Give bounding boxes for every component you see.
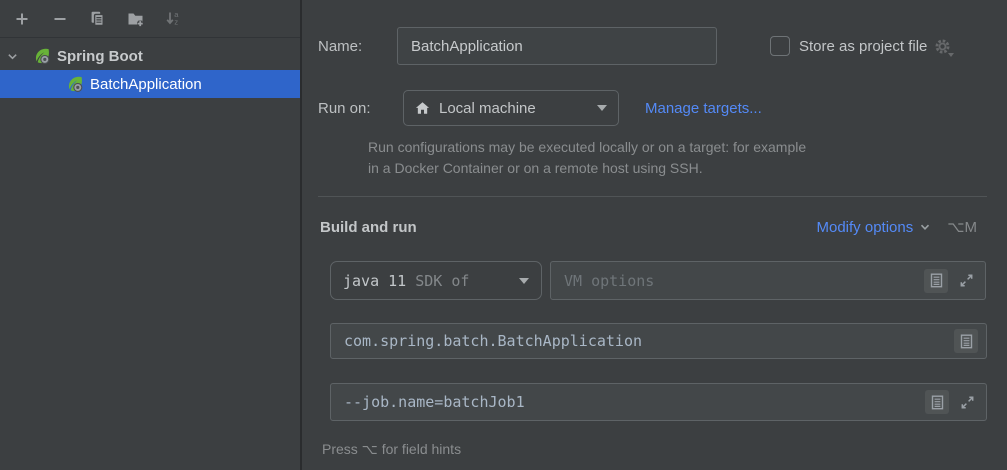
main-class-input[interactable] [344, 332, 954, 350]
name-label: Name: [318, 38, 363, 55]
open-fragment-editor-button[interactable] [924, 268, 948, 293]
field-hints-text: Press ⌥ for field hints [322, 441, 462, 457]
gear-caret-icon [948, 52, 955, 57]
home-icon [415, 102, 430, 114]
open-fragment-editor-button[interactable] [954, 329, 978, 353]
program-arguments-input[interactable] [344, 393, 925, 411]
run-on-dropdown[interactable]: Local machine [403, 90, 619, 126]
chevron-down-icon [597, 105, 607, 111]
jdk-detail: SDK of [415, 271, 470, 290]
svg-text:z: z [174, 18, 178, 27]
section-divider [318, 196, 987, 197]
modify-options-link[interactable]: Modify options [817, 219, 932, 236]
store-as-project-file-label[interactable]: Store as project file [799, 37, 928, 55]
manage-targets-link[interactable]: Manage targets... [645, 100, 762, 117]
document-icon [960, 334, 972, 348]
program-arguments-field [330, 383, 987, 421]
minus-icon [54, 17, 65, 20]
document-icon [930, 273, 942, 288]
plus-icon [16, 13, 27, 24]
new-folder-icon [128, 13, 143, 27]
spring-boot-icon [66, 75, 84, 93]
expand-field-button[interactable] [955, 270, 977, 292]
remove-configuration-button[interactable] [45, 6, 74, 32]
build-and-run-header: Build and run Modify options ⌥M [320, 216, 977, 238]
vm-options-field [550, 261, 986, 300]
gear-icon [935, 39, 950, 53]
store-settings-gear-button[interactable] [933, 37, 955, 57]
open-fragment-editor-button[interactable] [925, 390, 949, 414]
modify-options-shortcut: ⌥M [947, 219, 977, 236]
jdk-name: java 11 [343, 271, 407, 290]
vm-options-input[interactable] [564, 271, 924, 290]
tree-item-label: BatchApplication [90, 75, 202, 93]
main-class-field [330, 323, 987, 359]
copy-icon [91, 11, 104, 27]
add-configuration-button[interactable] [7, 6, 36, 32]
new-folder-button[interactable] [121, 6, 150, 32]
tree-item-batchapplication[interactable]: BatchApplication [0, 70, 300, 98]
configurations-sidebar: a z Spring Boot [0, 0, 302, 470]
name-input[interactable] [397, 27, 717, 65]
build-and-run-title: Build and run [320, 218, 417, 236]
sidebar-toolbar: a z [0, 0, 300, 38]
sort-alpha-icon: a z [166, 10, 179, 27]
chevron-down-icon [519, 277, 529, 284]
expand-icon [961, 396, 973, 408]
store-as-project-file-checkbox[interactable] [770, 36, 790, 56]
tree-item-spring-boot[interactable]: Spring Boot [0, 42, 300, 70]
tree-item-label: Spring Boot [57, 47, 143, 65]
store-as-project-file-group: Store as project file [770, 27, 955, 65]
document-icon [931, 395, 943, 409]
jdk-dropdown[interactable]: java 11 SDK of [330, 261, 542, 300]
expand-field-button[interactable] [956, 391, 978, 413]
run-on-help-text: Run configurations may be executed local… [368, 139, 807, 176]
chevron-down-icon [919, 221, 931, 233]
copy-configuration-button[interactable] [83, 6, 112, 32]
chevron-down-icon[interactable] [7, 51, 18, 62]
expand-icon [960, 274, 972, 287]
spring-boot-icon [33, 47, 51, 65]
run-on-label: Run on: [318, 100, 371, 117]
svg-text:a: a [174, 10, 179, 19]
sort-configurations-button[interactable]: a z [159, 6, 188, 32]
run-on-value: Local machine [439, 99, 536, 117]
configuration-editor: Name: Store as project file Run on: Loca… [302, 0, 1007, 470]
